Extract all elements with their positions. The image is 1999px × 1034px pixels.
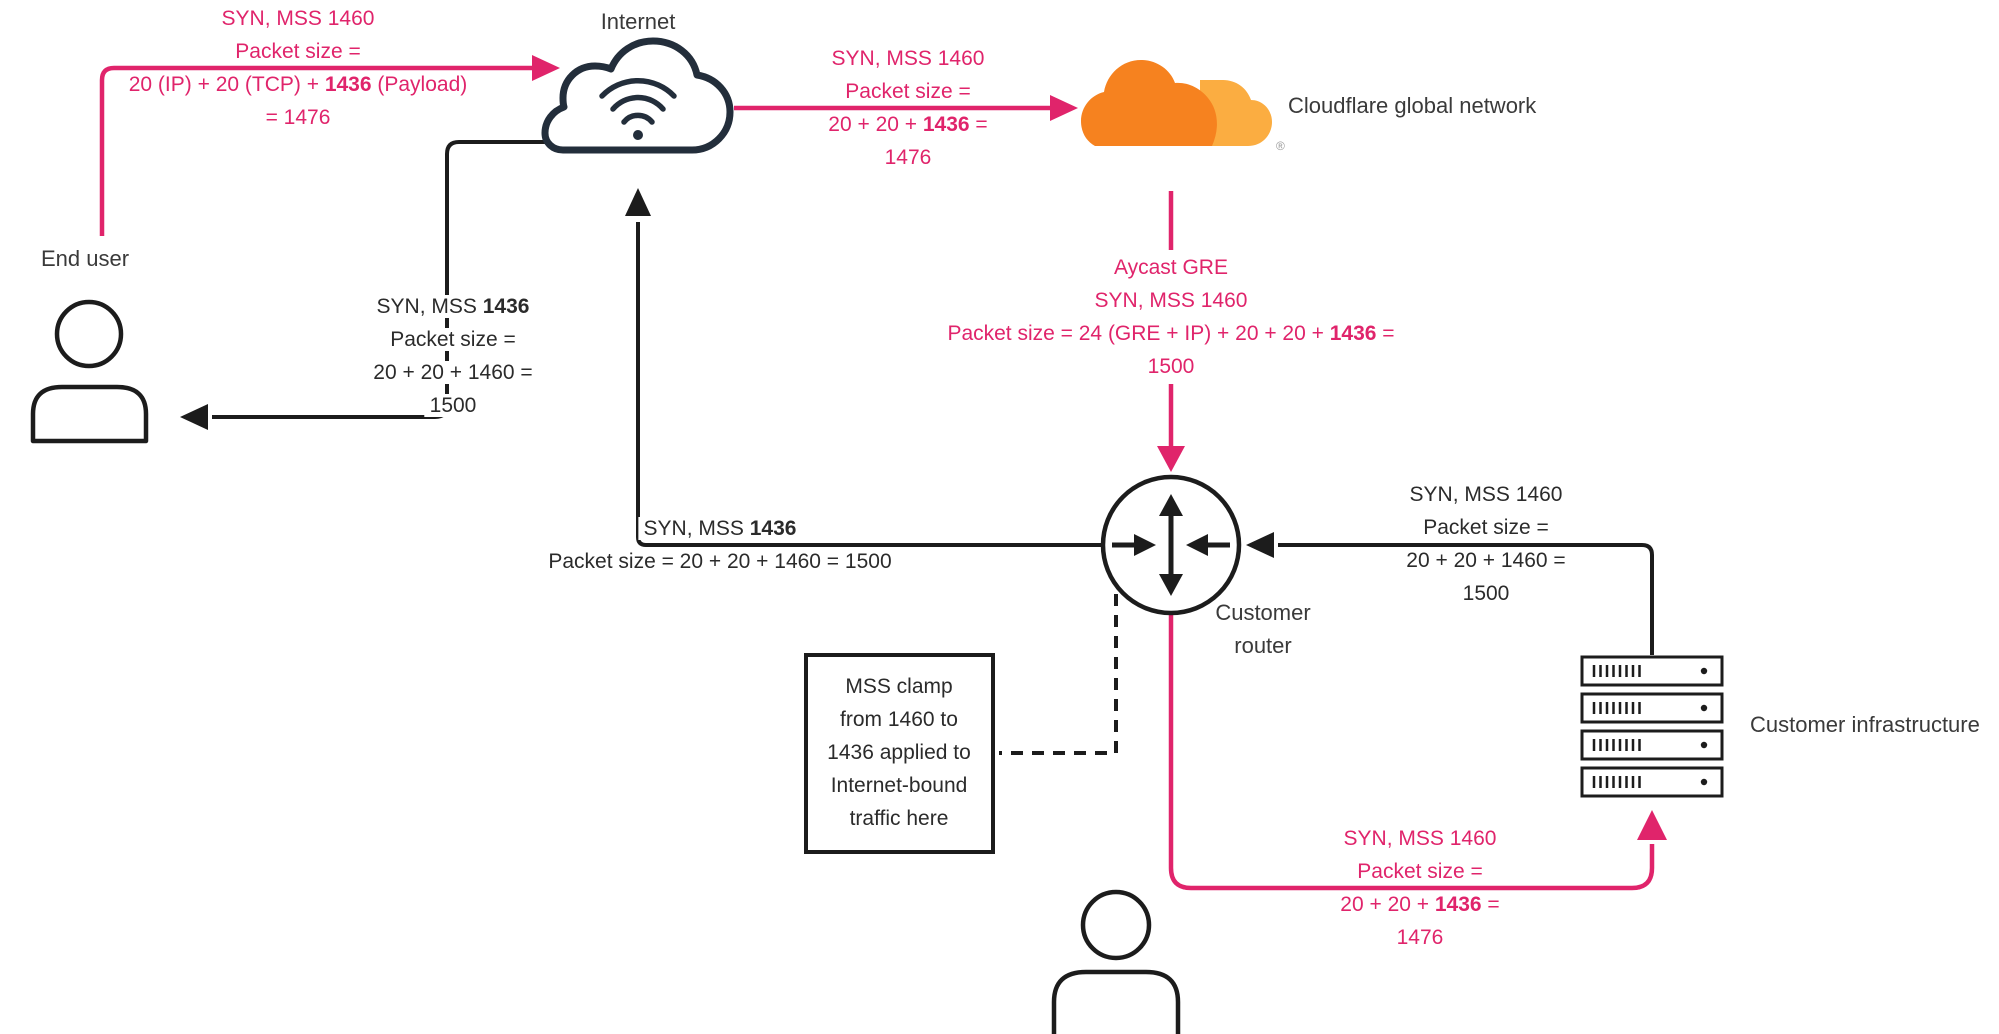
internet-cloud-icon xyxy=(541,37,734,154)
arrowhead-right-icon xyxy=(532,55,560,81)
annotation-line: Packet size = xyxy=(823,75,992,108)
annotation-line: 1476 xyxy=(1335,921,1504,954)
cloudflare-label: Cloudflare global network xyxy=(1288,93,1537,118)
router-arrow-up-icon xyxy=(1159,494,1183,516)
connector-cloudflare-to-router xyxy=(1157,191,1185,472)
annotation-line: 1436 applied to xyxy=(822,736,976,769)
annotation-line: SYN, MSS 1460 xyxy=(1335,822,1504,855)
customer-infrastructure-label: Customer infrastructure xyxy=(1750,712,1980,737)
registered-mark: ® xyxy=(1276,139,1285,153)
annotation-line: MSS clamp xyxy=(822,670,976,703)
arrowhead-left-icon xyxy=(180,404,208,430)
annotation-line: 1500 xyxy=(368,389,537,422)
arrowhead-up-icon xyxy=(1637,810,1667,840)
wifi-icon xyxy=(599,77,677,140)
annotation-line: SYN, MSS 1460 xyxy=(823,42,992,75)
arrowhead-up-icon xyxy=(625,188,651,216)
annotation-line: 20 + 20 + 1460 = xyxy=(1401,544,1571,577)
connector-router-to-internet xyxy=(625,188,1101,547)
annotation-line: Internet-bound xyxy=(822,769,976,802)
annotation-line: SYN, MSS 1436 xyxy=(368,290,537,323)
arrowhead-right-icon xyxy=(1050,95,1078,121)
server-icon xyxy=(1580,729,1724,761)
annotation-line: 1476 xyxy=(823,141,992,174)
connector-infrastructure-to-router xyxy=(1246,532,1654,655)
annotation-line: = 1476 xyxy=(124,101,473,134)
annotation-line: Packet size = xyxy=(1401,511,1570,544)
customer-router-label: Customer router xyxy=(1215,600,1311,658)
connector-router-to-infrastructure xyxy=(1168,613,1667,891)
annotation-line: traffic here xyxy=(822,802,976,835)
annotation-line: Packet size = 20 + 20 + 1460 = 1500 xyxy=(543,545,897,578)
connector-user-to-internet xyxy=(99,55,560,236)
annotation-line: SYN, MSS 1436 xyxy=(543,512,896,545)
annotation-line: SYN, MSS 1460 xyxy=(1401,478,1570,511)
annotation-line: Packet size = xyxy=(124,35,473,68)
server-stack-icon xyxy=(1580,655,1724,798)
router-arrow-in-right-icon xyxy=(1186,534,1208,556)
router-arrow-in-left-icon xyxy=(1134,534,1156,556)
annotation-line: 20 + 20 + 1436 = xyxy=(823,108,993,141)
cloudflare-logo: ® xyxy=(1081,60,1285,153)
annotation-line: 1500 xyxy=(942,350,1399,383)
annotation-line: Packet size = xyxy=(1335,855,1504,888)
client-person-icon xyxy=(1051,889,1181,1034)
annotation-line: Packet size = xyxy=(368,323,537,356)
annotation-line: SYN, MSS 1460 xyxy=(942,284,1399,317)
internet-label: Internet xyxy=(600,9,676,34)
server-icon xyxy=(1580,655,1724,687)
annotation-line: Packet size = 24 (GRE + IP) + 20 + 20 + … xyxy=(942,317,1400,350)
server-icon xyxy=(1580,692,1724,724)
server-icon xyxy=(1580,766,1724,798)
annotation-line: Aycast GRE xyxy=(942,251,1399,284)
end-user-icon xyxy=(30,299,149,444)
router-arrow-down-icon xyxy=(1159,574,1183,596)
annotation-line: 20 + 20 + 1460 = xyxy=(368,356,538,389)
annotation-line: 20 + 20 + 1436 = xyxy=(1335,888,1505,921)
annotation-line: SYN, MSS 1460 xyxy=(124,2,473,35)
arrowhead-down-icon xyxy=(1157,446,1185,472)
annotation-line: 1500 xyxy=(1401,577,1570,610)
arrowhead-left-icon xyxy=(1246,532,1274,558)
customer-router-icon xyxy=(1100,474,1242,616)
annotation-line: 20 (IP) + 20 (TCP) + 1436 (Payload) xyxy=(123,68,473,101)
dashed-note-connector xyxy=(999,594,1118,755)
connector-internet-to-cloudflare xyxy=(734,95,1078,121)
end-user-label: End user xyxy=(41,246,130,271)
annotation-line: from 1460 to xyxy=(822,703,976,736)
